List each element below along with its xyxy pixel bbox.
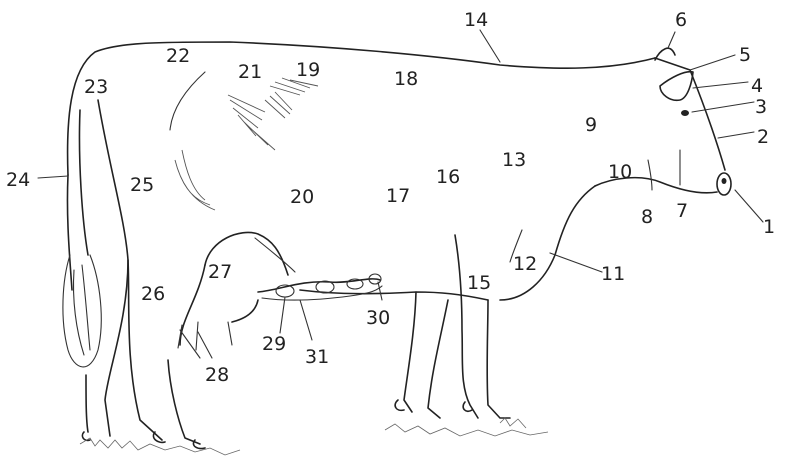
label-7: 7 bbox=[676, 200, 688, 222]
label-1: 1 bbox=[763, 216, 775, 238]
label-5: 5 bbox=[739, 44, 751, 66]
label-9: 9 bbox=[585, 114, 597, 136]
label-24: 24 bbox=[6, 169, 30, 191]
label-13: 13 bbox=[502, 149, 526, 171]
label-22: 22 bbox=[166, 45, 190, 67]
label-6: 6 bbox=[675, 9, 687, 31]
label-30: 30 bbox=[366, 307, 390, 329]
label-8: 8 bbox=[641, 206, 653, 228]
label-17: 17 bbox=[386, 185, 410, 207]
label-4: 4 bbox=[751, 75, 763, 97]
label-23: 23 bbox=[84, 76, 108, 98]
label-10: 10 bbox=[608, 161, 632, 183]
label-2: 2 bbox=[757, 126, 769, 148]
label-18: 18 bbox=[394, 68, 418, 90]
label-15: 15 bbox=[467, 272, 491, 294]
ground-grass bbox=[80, 418, 548, 455]
label-11: 11 bbox=[601, 263, 625, 285]
label-14: 14 bbox=[464, 9, 488, 31]
label-12: 12 bbox=[513, 253, 537, 275]
label-25: 25 bbox=[130, 174, 154, 196]
label-19: 19 bbox=[296, 59, 320, 81]
label-29: 29 bbox=[262, 333, 286, 355]
cow-outline bbox=[63, 42, 731, 449]
label-3: 3 bbox=[755, 96, 767, 118]
part-labels: 1 2 3 4 5 6 7 8 9 10 11 12 13 14 15 16 1… bbox=[6, 9, 775, 386]
label-27: 27 bbox=[208, 261, 232, 283]
label-28: 28 bbox=[205, 364, 229, 386]
label-16: 16 bbox=[436, 166, 460, 188]
label-31: 31 bbox=[305, 346, 329, 368]
label-21: 21 bbox=[238, 61, 262, 83]
label-26: 26 bbox=[141, 283, 165, 305]
label-20: 20 bbox=[290, 186, 314, 208]
